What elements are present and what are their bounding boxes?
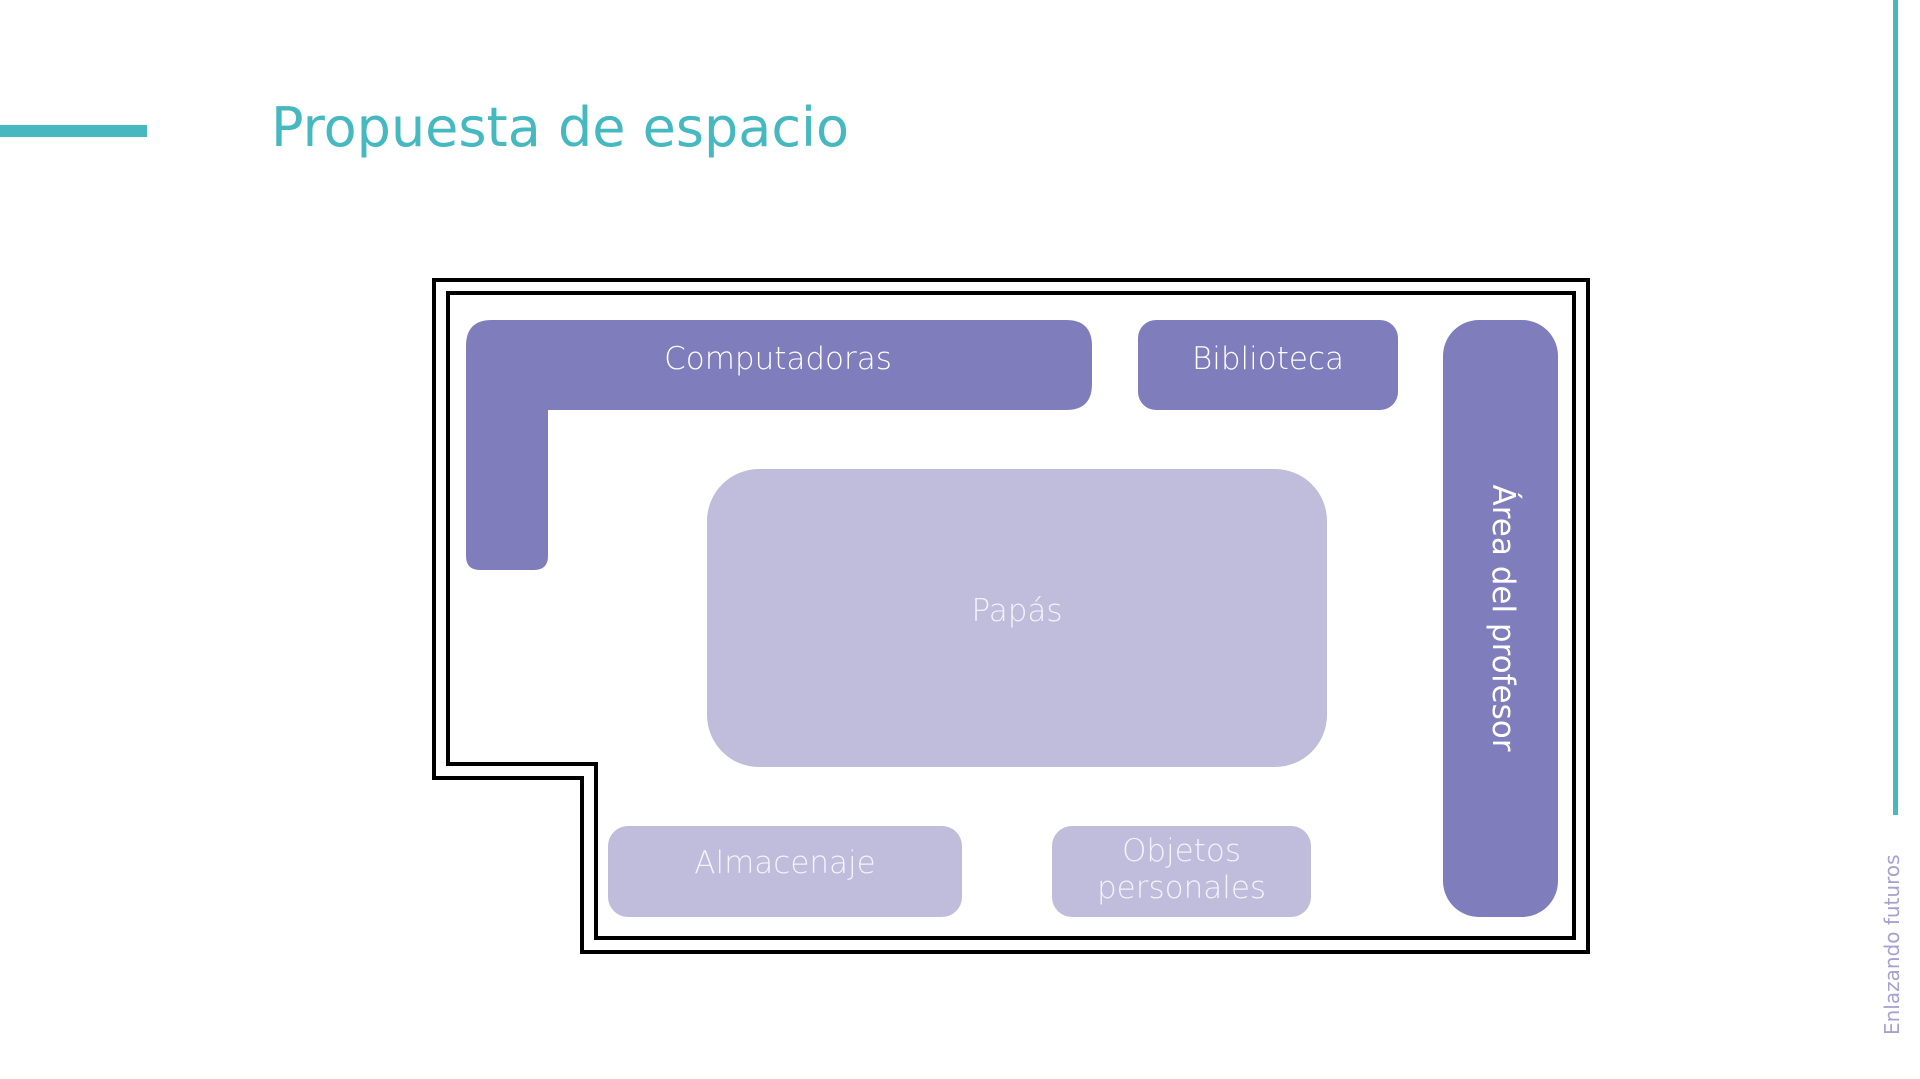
label-biblioteca: Biblioteca xyxy=(1191,341,1345,378)
label-papas: Papás xyxy=(971,593,1063,630)
accent-line-right xyxy=(1893,0,1898,815)
outer-wall xyxy=(432,278,1590,954)
zone-area-profesor xyxy=(1443,320,1558,917)
label-objetos-line1: Objetos xyxy=(1121,832,1242,869)
inner-wall xyxy=(446,291,1576,940)
accent-line-left xyxy=(0,125,147,137)
zone-computadoras xyxy=(466,320,1092,570)
zone-biblioteca xyxy=(1138,320,1398,410)
zone-almacenaje xyxy=(608,826,962,917)
label-almacenaje: Almacenaje xyxy=(694,845,876,882)
label-computadoras: Computadoras xyxy=(664,341,892,378)
slide-title: Propuesta de espacio xyxy=(271,96,850,159)
label-objetos-personales: Objetos personales xyxy=(1052,832,1311,908)
label-area-profesor: Área del profesor xyxy=(1485,484,1521,752)
zone-objetos-personales xyxy=(1052,826,1311,917)
zone-papas xyxy=(707,469,1327,767)
label-objetos-line2: personales xyxy=(1096,870,1267,906)
